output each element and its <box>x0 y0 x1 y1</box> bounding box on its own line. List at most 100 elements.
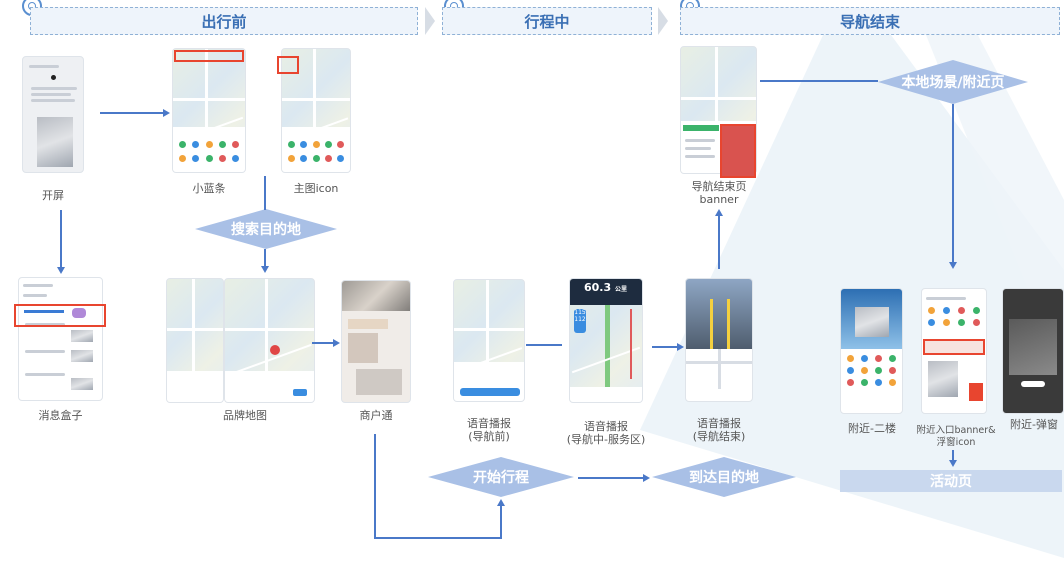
diamond-local-label: 本地场景/附近页 <box>901 75 1005 91</box>
green-header <box>683 125 719 131</box>
text-line <box>685 155 715 158</box>
connector <box>500 505 502 539</box>
phase-before-title: 出行前 <box>201 12 247 31</box>
bottom-panel <box>173 127 245 172</box>
diamond-start: 开始行程 <box>428 457 574 497</box>
phase-end-header: 导航结束 <box>680 7 1060 35</box>
arrow-down-icon <box>949 262 957 269</box>
connector <box>60 210 62 268</box>
category-icons <box>847 379 896 386</box>
arrow-down-icon <box>949 460 957 467</box>
arrow-right-icon <box>333 339 340 347</box>
text-line <box>31 93 71 96</box>
highlight-box <box>277 56 299 74</box>
route-badge: 115 112 <box>574 309 586 333</box>
nearby-floor2-screenshot <box>840 288 903 414</box>
blurred-content <box>348 319 388 329</box>
diamond-arrive-label: 到达目的地 <box>689 470 759 486</box>
arrow-up-icon <box>715 209 723 216</box>
popup-image <box>1009 319 1057 375</box>
category-icons <box>928 307 980 314</box>
label-voice-end-2: (导航结束) <box>692 430 746 443</box>
category-icons <box>288 155 344 162</box>
connector <box>264 249 266 267</box>
arrow-up-icon <box>497 499 505 506</box>
connector <box>312 342 334 344</box>
brand-map-screenshot-front <box>224 278 315 403</box>
voice-before-screenshot <box>453 279 525 402</box>
text-line <box>685 139 715 142</box>
nav-header: 60.3 公里 <box>570 279 642 305</box>
phase-end-title: 导航结束 <box>839 12 900 31</box>
connector <box>374 434 376 538</box>
label-nav-end-page-1: 导航结束页 <box>691 180 747 193</box>
nav-road-3d <box>686 279 752 349</box>
merchant-screenshot <box>341 280 411 403</box>
blurred-content <box>348 333 378 363</box>
speed-unit: 公里 <box>614 286 627 293</box>
text-line <box>23 294 47 297</box>
nearby-popup-screenshot <box>1002 288 1064 414</box>
arrow-right-icon <box>643 474 650 482</box>
go-button <box>293 389 307 396</box>
main-icon-screenshot <box>281 48 351 173</box>
category-icons <box>179 155 239 162</box>
phase-before-header: 出行前 <box>30 7 418 35</box>
store-photo <box>342 281 410 311</box>
route-number-mid: 112 <box>574 316 586 323</box>
label-voice-end-1: 语音播报 <box>697 417 741 430</box>
splash-screenshot <box>22 56 84 173</box>
bottom-panel <box>225 371 314 402</box>
blurred-content <box>356 369 402 395</box>
voice-end-screenshot <box>685 278 753 402</box>
diamond-start-label: 开始行程 <box>473 470 529 486</box>
blurred-image <box>37 117 73 167</box>
label-nav-end-page-2: banner <box>699 193 739 206</box>
connector <box>652 346 678 348</box>
dot <box>51 75 56 80</box>
label-nearby-floor2: 附近-二楼 <box>848 422 896 435</box>
float-icon-highlight <box>969 383 983 401</box>
label-voice-service-1: 语音播报 <box>584 420 628 433</box>
phase-during-header: 行程中 <box>442 7 652 35</box>
blue-bar-screenshot <box>172 48 246 173</box>
category-icons <box>288 141 344 148</box>
category-icons <box>847 367 896 374</box>
connector <box>374 537 502 539</box>
route-number-top: 115 <box>574 309 586 316</box>
thumbnail <box>71 350 93 362</box>
speed-value: 60.3 <box>584 281 612 294</box>
thumbnail <box>71 330 93 342</box>
connector <box>952 104 954 264</box>
activity-page-box: 活动页 <box>840 470 1062 492</box>
promo-icon <box>72 308 86 318</box>
connector <box>952 450 954 462</box>
blurred-content <box>928 361 958 397</box>
text-line <box>23 284 53 287</box>
connector <box>264 176 266 210</box>
text-line <box>31 99 75 102</box>
connector <box>760 80 878 82</box>
bottom-panel <box>282 127 350 172</box>
label-brand-map: 品牌地图 <box>223 409 267 422</box>
category-icons <box>179 141 239 148</box>
activity-page-label: 活动页 <box>930 474 972 490</box>
highlight-box <box>174 50 244 62</box>
diamond-search: 搜索目的地 <box>195 209 337 249</box>
thumbnail <box>71 378 93 390</box>
label-voice-service-2: (导航中-服务区) <box>566 433 646 446</box>
bottom-panel <box>570 387 642 402</box>
text-line <box>29 65 59 68</box>
brand-map-screenshot-back <box>166 278 224 403</box>
text-line <box>25 323 65 326</box>
label-splash: 开屏 <box>42 189 64 202</box>
text-line <box>25 350 65 353</box>
blurred-content <box>855 307 889 337</box>
label-merchant: 商户通 <box>359 409 393 422</box>
banner-highlight <box>923 339 985 355</box>
connector <box>718 215 720 269</box>
message-box-screenshot <box>18 277 103 401</box>
arrow-right-icon <box>677 343 684 351</box>
voice-service-screenshot: 60.3 公里 115 112 <box>569 278 643 403</box>
map-pin-icon <box>270 345 280 355</box>
